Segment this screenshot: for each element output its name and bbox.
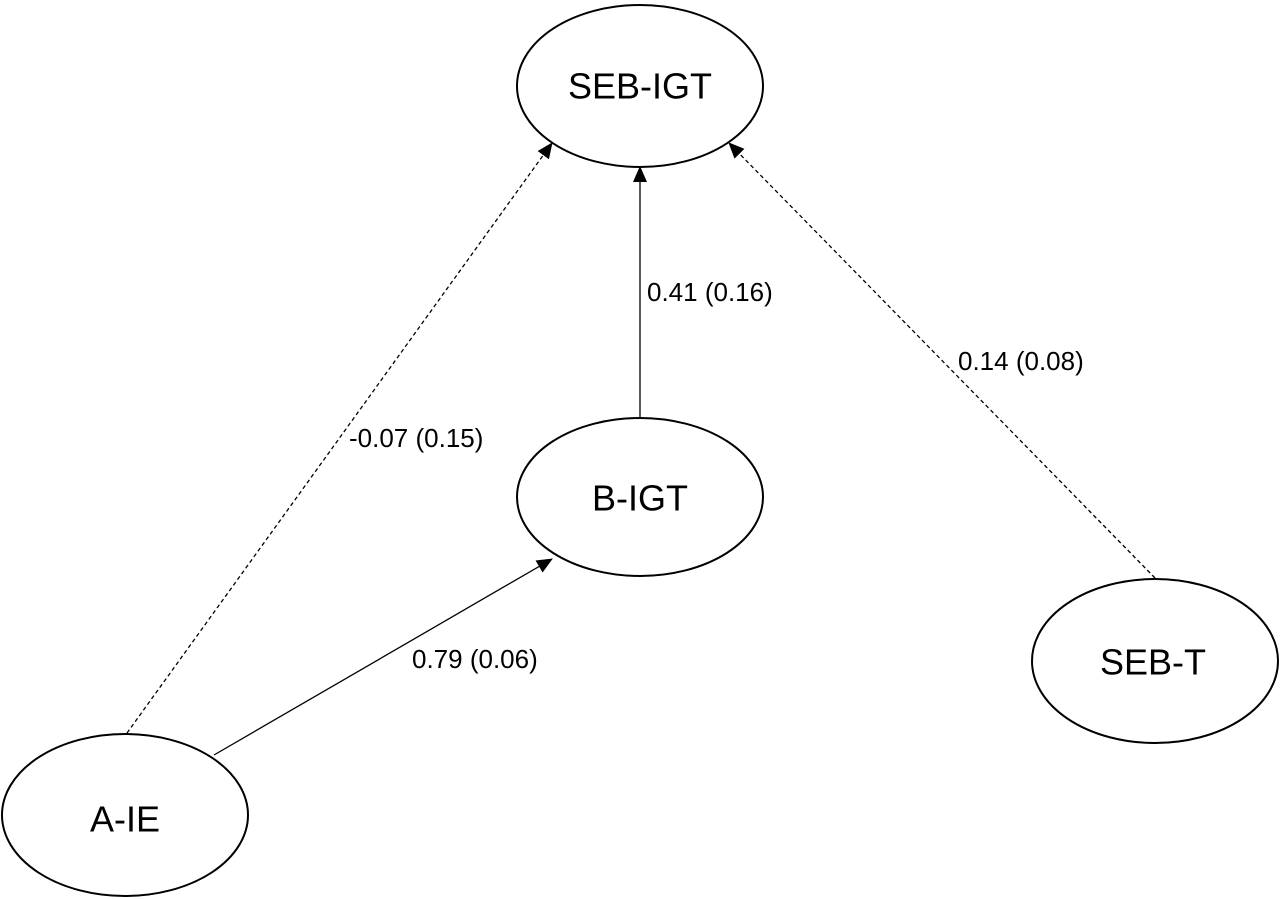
edge-label-b-igt-to-seb-igt: 0.41 (0.16) bbox=[647, 277, 773, 307]
edge-a-ie-to-b-igt bbox=[213, 558, 553, 756]
node-seb-igt: SEB-IGT bbox=[516, 4, 764, 168]
node-label-seb-t: SEB-T bbox=[1100, 642, 1206, 683]
edge-label-seb-t-to-seb-igt: 0.14 (0.08) bbox=[958, 346, 1084, 376]
edge-seb-t-to-seb-igt bbox=[728, 142, 1156, 579]
node-a-ie: A-IE bbox=[1, 733, 249, 897]
node-seb-t: SEB-T bbox=[1031, 578, 1279, 744]
edge-label-a-ie-to-seb-igt: -0.07 (0.15) bbox=[349, 423, 483, 453]
node-label-b-igt: B-IGT bbox=[592, 478, 688, 519]
node-label-a-ie: A-IE bbox=[90, 799, 160, 840]
node-b-igt: B-IGT bbox=[516, 417, 764, 577]
node-label-seb-igt: SEB-IGT bbox=[568, 66, 712, 107]
edge-a-ie-to-seb-igt bbox=[126, 142, 553, 734]
edge-label-a-ie-to-b-igt: 0.79 (0.06) bbox=[412, 644, 538, 674]
